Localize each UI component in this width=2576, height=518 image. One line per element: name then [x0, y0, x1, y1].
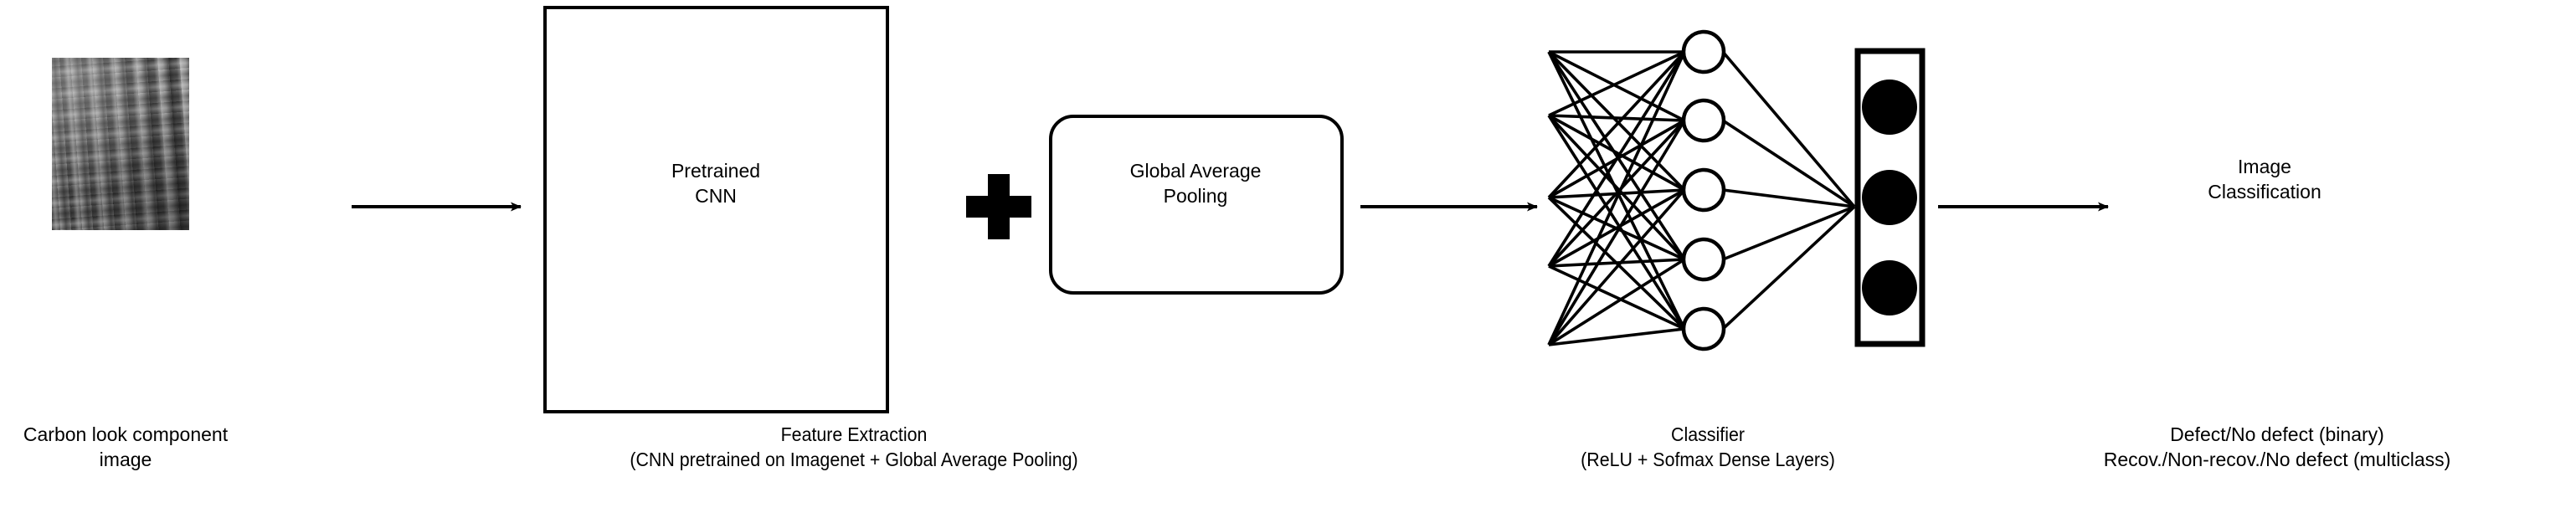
global-average-pooling-box [1049, 115, 1344, 295]
caption-output-classes: Defect/No defect (binary) Recov./Non-rec… [2103, 423, 2451, 470]
pretrained-cnn-label: Pretrained CNN [671, 160, 761, 207]
caption-feature-extraction: Feature Extraction (CNN pretrained on Im… [630, 423, 1078, 470]
output-node [1862, 170, 1917, 225]
hidden-node [1681, 237, 1726, 282]
hidden-node [1681, 167, 1726, 213]
hidden-layer-nodes [1681, 29, 1726, 351]
hidden-node [1681, 29, 1726, 74]
global-average-pooling-label: Global Average Pooling [1129, 160, 1262, 207]
image-classification-label: Image Classification [2208, 156, 2321, 203]
photo-sheen-overlay [52, 58, 189, 230]
pretrained-cnn-box [543, 6, 889, 413]
caption-classifier: Classifier (ReLU + Sofmax Dense Layers) [1581, 423, 1835, 470]
hidden-node [1681, 306, 1726, 351]
carbon-fiber-weave-photo [52, 58, 189, 230]
output-node [1862, 260, 1917, 315]
caption-input-image: Carbon look component image [23, 423, 229, 470]
plus-icon [966, 174, 1031, 239]
hidden-node [1681, 98, 1726, 143]
output-node [1862, 79, 1917, 135]
classifier-network-edges [1547, 50, 1686, 346]
classifier-output-edges [1721, 50, 1856, 331]
output-layer-nodes [1862, 79, 1917, 315]
